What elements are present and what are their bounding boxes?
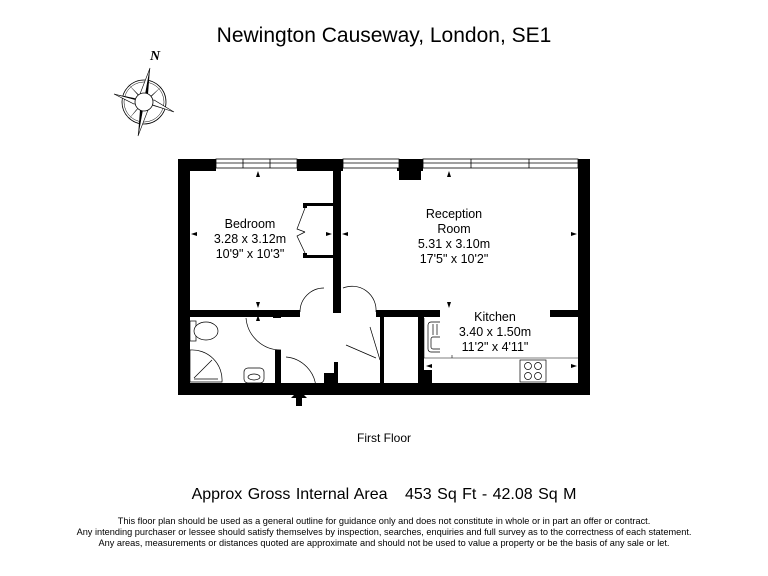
- window-bedroom: [215, 158, 298, 169]
- gross-internal-area: Approx Gross Internal Area 453 Sq Ft - 4…: [0, 486, 768, 504]
- compass-rose-icon: N: [113, 49, 175, 137]
- room-metric: 3.40 x 1.50m: [458, 325, 532, 339]
- wall-bedroom-reception: [333, 168, 341, 313]
- chimney-breast: [399, 159, 421, 180]
- room-bedroom: Bedroom 3.28 x 3.12m 10'9" x 10'3": [195, 217, 305, 262]
- area-separator: -: [481, 486, 488, 503]
- room-metric: 3.28 x 3.12m: [213, 232, 287, 246]
- disclaimer-line: Any areas, measurements or distances quo…: [98, 538, 670, 548]
- room-name: Bedroom: [224, 217, 276, 231]
- compass: N: [110, 44, 180, 139]
- wall-west: [178, 159, 190, 395]
- room-imperial: 17'5" x 10'2": [419, 252, 489, 266]
- area-sq-ft: 453 Sq Ft: [405, 486, 477, 503]
- entrance-arrow-icon: [291, 390, 307, 406]
- disclaimer-line: Any intending purchaser or lessee should…: [76, 527, 692, 537]
- area-label: Approx Gross Internal Area: [191, 486, 388, 503]
- window-reception-left: [342, 158, 400, 169]
- room-name: Kitchen: [474, 310, 516, 324]
- room-kitchen: Kitchen 3.40 x 1.50m 11'2" x 4'11": [440, 310, 550, 355]
- room-imperial: 10'9" x 10'3": [215, 247, 285, 261]
- disclaimer: This floor plan should be used as a gene…: [0, 516, 768, 549]
- north-label: N: [149, 49, 161, 64]
- room-name-line2: Room: [437, 222, 471, 236]
- area-sq-m: 42.08 Sq M: [492, 486, 577, 503]
- door-entrance: [285, 356, 317, 389]
- page-title: Newington Causeway, London, SE1: [216, 24, 552, 47]
- room-reception: Reception Room 5.31 x 3.10m 17'5" x 10'2…: [399, 207, 509, 267]
- wall-east: [578, 159, 590, 395]
- door-bathroom: [245, 317, 282, 351]
- door-reception: [342, 285, 377, 313]
- floor-label: First Floor: [357, 431, 411, 445]
- room-imperial: 11'2" x 4'11": [461, 340, 529, 354]
- room-metric: 5.31 x 3.10m: [417, 237, 491, 251]
- disclaimer-line: This floor plan should be used as a gene…: [117, 516, 651, 526]
- door-bedroom: [299, 287, 325, 313]
- window-reception-right: [422, 158, 579, 169]
- room-name: Reception: [425, 207, 483, 221]
- hob-icon: [519, 359, 547, 383]
